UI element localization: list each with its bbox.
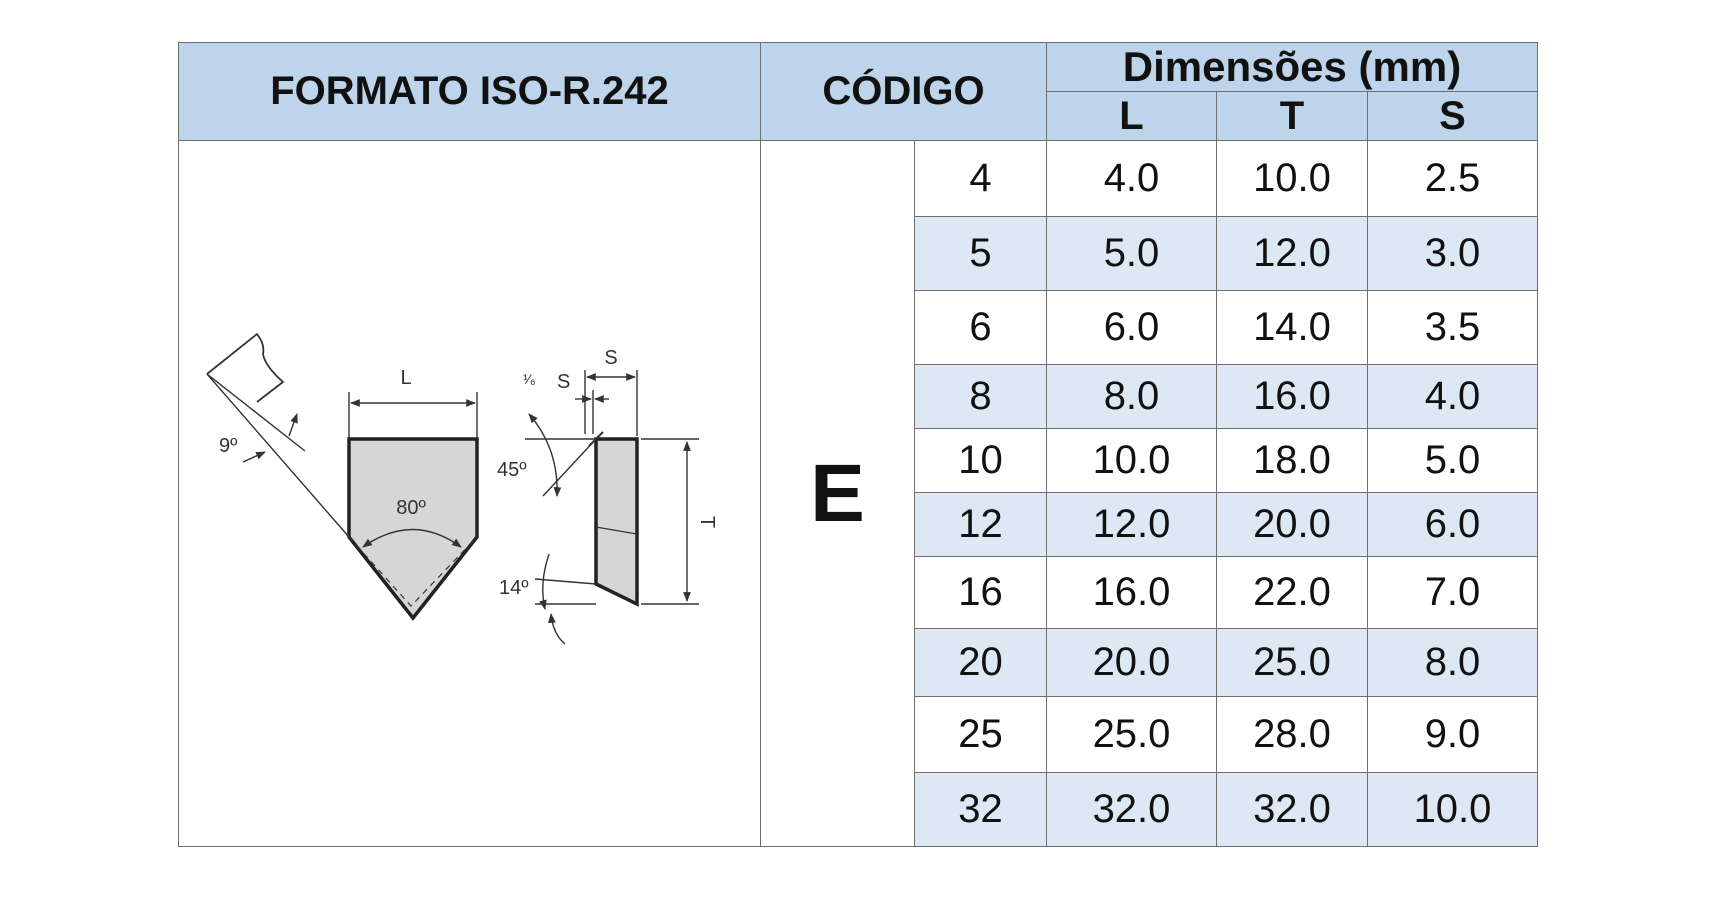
fig-label-9deg: 9º <box>219 435 238 457</box>
cell-s: 8.0 <box>1367 628 1538 697</box>
fig-label-frac: ¹⁄₆ <box>523 371 536 387</box>
cell-t: 14.0 <box>1216 290 1368 365</box>
cell-t: 12.0 <box>1216 216 1368 291</box>
format-header: FORMATO ISO-R.242 <box>178 42 761 141</box>
cell-code: 6 <box>914 290 1047 365</box>
insert-shape-drawing: L 9º 80º ¹⁄₆ S S 45º 14º T <box>206 332 718 645</box>
cell-l: 32.0 <box>1046 772 1217 847</box>
fig-label-l: L <box>400 367 411 389</box>
cell-l: 8.0 <box>1046 364 1217 429</box>
cell-t: 28.0 <box>1216 696 1368 773</box>
cell-l: 16.0 <box>1046 556 1217 629</box>
cell-t: 20.0 <box>1216 492 1368 557</box>
cell-t: 22.0 <box>1216 556 1368 629</box>
cell-l: 25.0 <box>1046 696 1217 773</box>
col-header-t: T <box>1216 91 1368 141</box>
cell-s: 6.0 <box>1367 492 1538 557</box>
cell-l: 4.0 <box>1046 140 1217 217</box>
cell-code: 4 <box>914 140 1047 217</box>
cell-code: 12 <box>914 492 1047 557</box>
cell-s: 7.0 <box>1367 556 1538 629</box>
cell-code: 8 <box>914 364 1047 429</box>
fig-label-14deg: 14º <box>499 577 529 599</box>
insert-front-shape <box>347 436 479 621</box>
cell-code: 5 <box>914 216 1047 291</box>
cell-code: 20 <box>914 628 1047 697</box>
cell-s: 3.0 <box>1367 216 1538 291</box>
cell-code: 16 <box>914 556 1047 629</box>
cell-t: 32.0 <box>1216 772 1368 847</box>
cell-s: 3.5 <box>1367 290 1538 365</box>
cell-l: 5.0 <box>1046 216 1217 291</box>
code-header: CÓDIGO <box>760 42 1047 141</box>
fig-label-45deg: 45º <box>497 459 527 481</box>
cell-s: 4.0 <box>1367 364 1538 429</box>
fig-label-s-small: S <box>557 371 570 393</box>
cell-s: 5.0 <box>1367 428 1538 493</box>
cell-t: 10.0 <box>1216 140 1368 217</box>
cell-t: 25.0 <box>1216 628 1368 697</box>
fig-label-s-top: S <box>604 347 617 369</box>
cell-l: 6.0 <box>1046 290 1217 365</box>
cell-l: 10.0 <box>1046 428 1217 493</box>
cell-s: 2.5 <box>1367 140 1538 217</box>
code-letter: E <box>760 140 915 847</box>
insert-shape-figure-cell: L 9º 80º ¹⁄₆ S S 45º 14º T <box>178 140 761 847</box>
col-header-s: S <box>1367 91 1538 141</box>
fig-label-80deg: 80º <box>396 497 426 519</box>
cell-t: 18.0 <box>1216 428 1368 493</box>
cell-l: 20.0 <box>1046 628 1217 697</box>
col-header-l: L <box>1046 91 1217 141</box>
cell-code: 10 <box>914 428 1047 493</box>
cell-t: 16.0 <box>1216 364 1368 429</box>
cell-l: 12.0 <box>1046 492 1217 557</box>
cell-s: 10.0 <box>1367 772 1538 847</box>
dimensions-table: FORMATO ISO-R.242 CÓDIGO Dimensões (mm) … <box>178 42 1538 847</box>
cell-code: 25 <box>914 696 1047 773</box>
cell-code: 32 <box>914 772 1047 847</box>
fig-label-t: T <box>696 515 718 527</box>
insert-side-shape <box>594 436 639 607</box>
dimensions-header: Dimensões (mm) <box>1046 42 1538 92</box>
cell-s: 9.0 <box>1367 696 1538 773</box>
